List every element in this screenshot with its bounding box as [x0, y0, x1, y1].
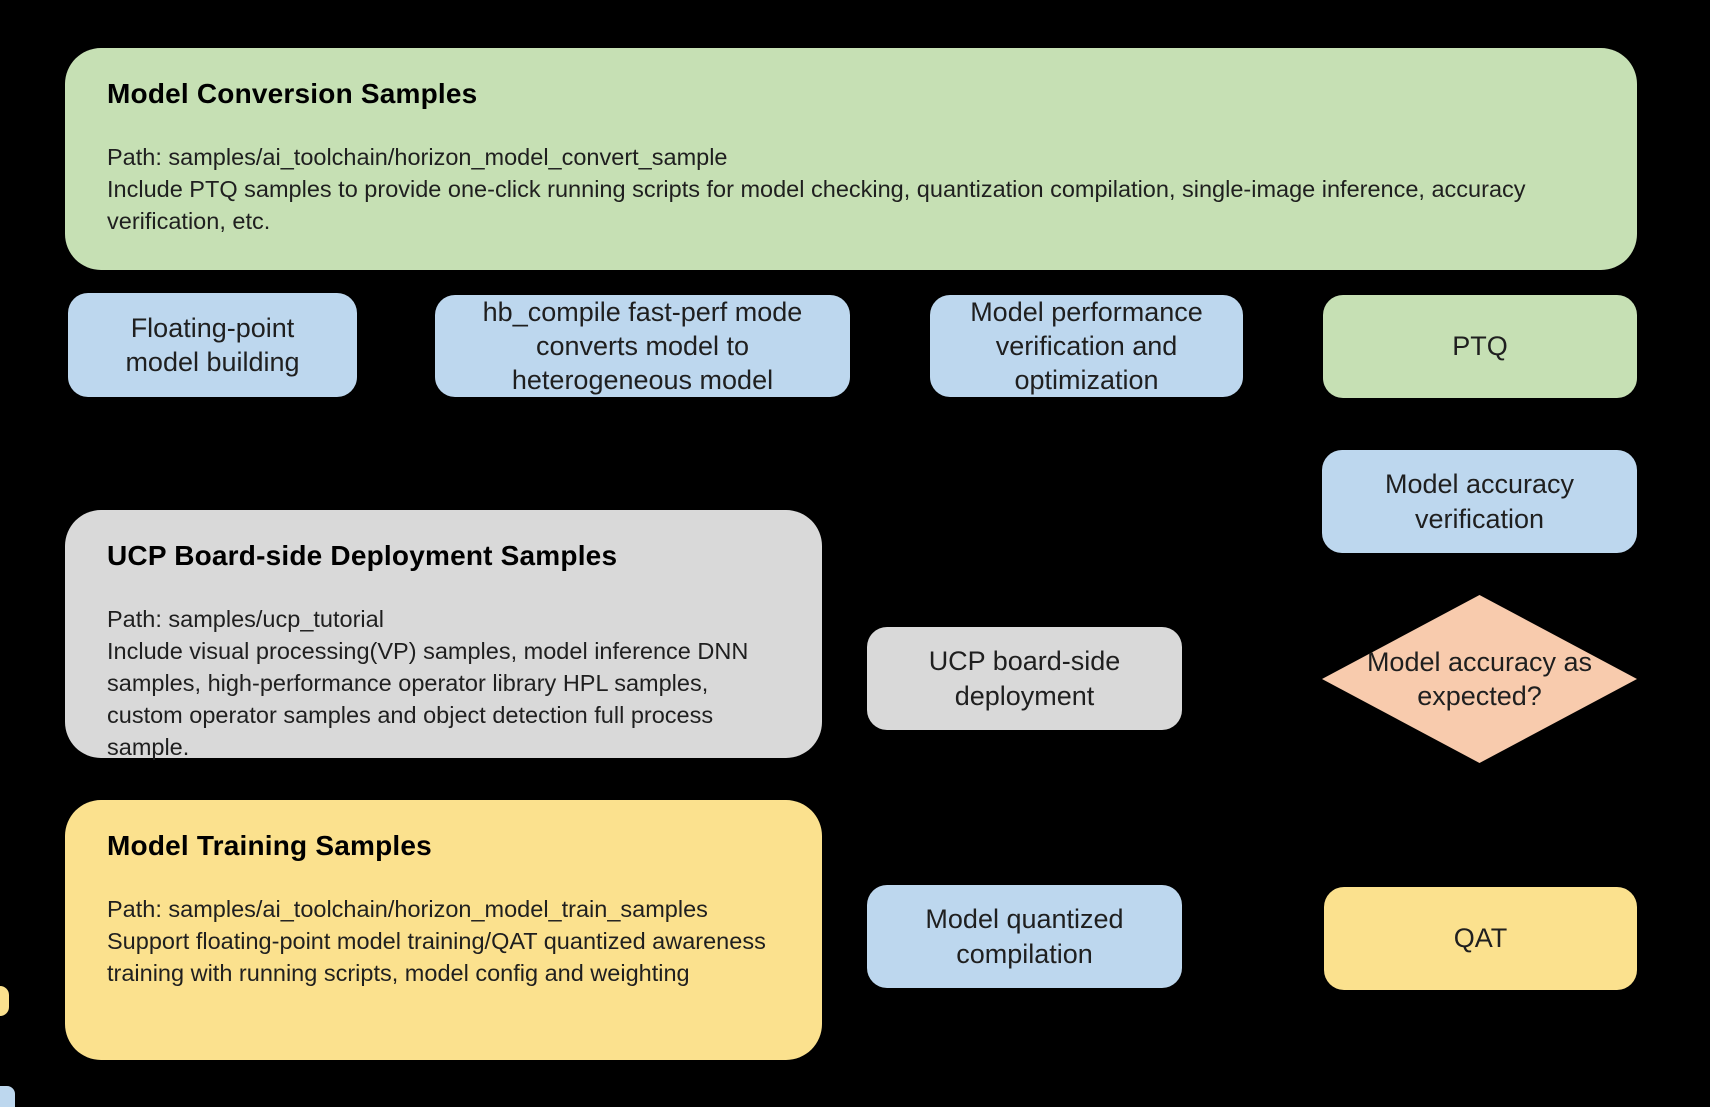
node-qat: QAT: [1324, 887, 1637, 990]
panel-title-ucp-deployment: UCP Board-side Deployment Samples: [107, 540, 618, 571]
panel-title-model-conversion: Model Conversion Samples: [107, 78, 478, 109]
panel-path-ucp-deployment: Path: samples/ucp_tutorial: [107, 606, 384, 632]
panel-description-model-conversion: Include PTQ samples to provide one-click…: [107, 175, 1526, 234]
clipped-blue-shape-fragment: [0, 1086, 15, 1107]
clipped-yellow-shape-fragment: [0, 986, 9, 1016]
node-floating-point-model-building: Floating-point model building: [68, 293, 357, 397]
decision-model-accuracy-as-expected: Model accuracy as expected?: [1322, 595, 1637, 763]
node-model-performance-verification: Model performance verification and optim…: [930, 295, 1243, 397]
panel-description-ucp-deployment: Include visual processing(VP) samples, m…: [107, 637, 749, 760]
panel-model-conversion-samples: Model Conversion Samples Path: samples/a…: [65, 48, 1637, 270]
panel-path-model-conversion: Path: samples/ai_toolchain/horizon_model…: [107, 144, 728, 170]
panel-path-model-training: Path: samples/ai_toolchain/horizon_model…: [107, 896, 708, 922]
node-hb-compile-fast-perf: hb_compile fast-perf mode converts model…: [435, 295, 850, 397]
node-model-quantized-compilation: Model quantized compilation: [867, 885, 1182, 988]
panel-ucp-deployment-samples: UCP Board-side Deployment Samples Path: …: [65, 510, 822, 760]
panel-model-training-samples: Model Training Samples Path: samples/ai_…: [65, 800, 822, 1060]
node-model-accuracy-verification: Model accuracy verification: [1322, 450, 1637, 553]
node-ucp-board-side-deployment: UCP board-side deployment: [867, 627, 1182, 730]
panel-description-model-training: Support floating-point model training/QA…: [107, 927, 766, 986]
node-ptq: PTQ: [1323, 295, 1637, 398]
panel-title-model-training: Model Training Samples: [107, 830, 432, 861]
